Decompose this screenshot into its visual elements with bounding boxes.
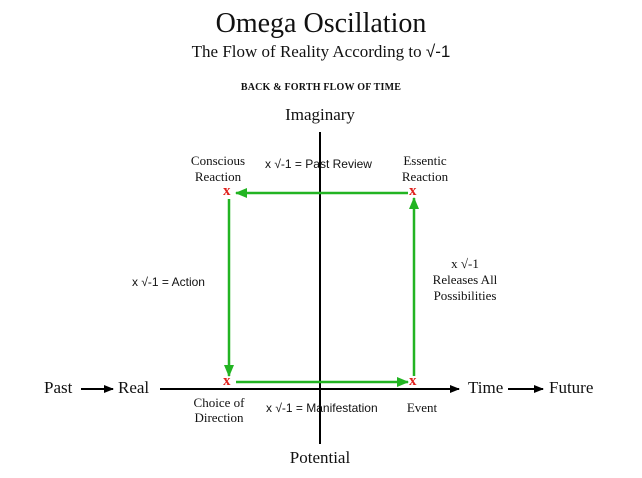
axis-label-real: Real xyxy=(118,378,150,397)
corner-label-bottom-left-line-1: Choice of xyxy=(193,395,245,410)
axis-label-past: Past xyxy=(44,378,73,397)
transition-label-bottom: x √-1 = Manifestation xyxy=(266,401,378,415)
transition-label-top: x √-1 = Past Review xyxy=(265,157,372,171)
corner-label-bottom-left: Choice of Direction xyxy=(169,395,269,425)
transition-label-left: x √-1 = Action xyxy=(132,275,205,289)
marker-bottom-left: x xyxy=(223,373,231,389)
axis-label-potential: Potential xyxy=(289,448,351,467)
corner-label-top-right: Essentic Reaction xyxy=(375,153,475,185)
marker-bottom-right: x xyxy=(409,373,417,389)
corner-label-top-left: Conscious Reaction xyxy=(168,153,268,185)
marker-top-right: x xyxy=(409,183,417,199)
transition-label-right-line-2: Releases All xyxy=(432,272,498,287)
corner-label-top-left-line-2: Reaction xyxy=(194,169,242,184)
corner-label-top-left-line-1: Conscious xyxy=(190,153,246,168)
axis-label-time: Time xyxy=(468,378,504,397)
subtitle-symbol: √-1 xyxy=(425,42,451,61)
diagram-subtitle: The Flow of Reality According to √-1 xyxy=(0,42,642,62)
corner-label-bottom-left-line-2: Direction xyxy=(194,410,244,425)
marker-top-left: x xyxy=(223,183,231,199)
transition-label-right-line-3: Possibilities xyxy=(433,288,497,303)
subtitle-text: The Flow of Reality According to xyxy=(191,42,426,61)
transition-label-right: x √-1 Releases All Possibilities xyxy=(415,256,515,304)
diagram-title: Omega Oscillation xyxy=(215,8,427,39)
corner-label-bottom-right: Event xyxy=(406,400,438,415)
section-label: BACK & FORTH FLOW OF TIME xyxy=(240,82,402,93)
transition-label-right-line-1: x √-1 xyxy=(451,256,479,271)
corner-label-top-right-line-2: Reaction xyxy=(401,169,449,184)
axis-label-future: Future xyxy=(549,378,594,397)
axis-label-imaginary: Imaginary xyxy=(285,105,355,124)
corner-label-top-right-line-1: Essentic xyxy=(403,153,447,168)
